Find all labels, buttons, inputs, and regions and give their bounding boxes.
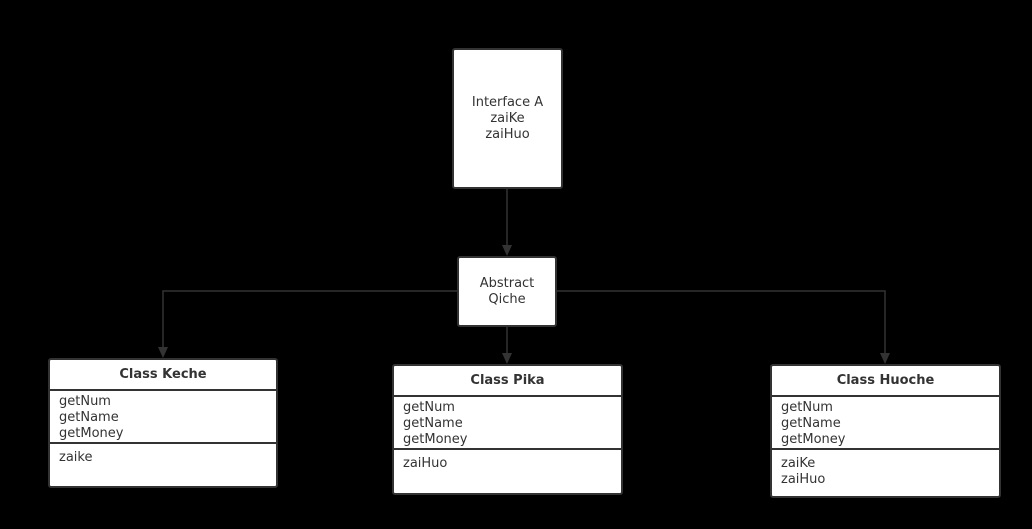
class-huoche-box: Class Huoche getNum getName getMoney zai…	[770, 364, 1001, 498]
interface-a-method-zaike: zaiKe	[490, 110, 525, 126]
class-huoche-name: Class Huoche	[772, 366, 999, 397]
abstract-qiche-line-2: Qiche	[488, 291, 526, 307]
class-keche-attr-getnum: getNum	[59, 394, 111, 409]
class-huoche-attr-getnum: getNum	[781, 400, 833, 415]
class-huoche-attributes: getNum getName getMoney	[772, 397, 999, 450]
class-pika-box: Class Pika getNum getName getMoney zaiHu…	[392, 364, 623, 495]
class-pika-attr-getnum: getNum	[403, 400, 455, 415]
class-keche-attr-getmoney: getMoney	[59, 426, 124, 441]
class-pika-name: Class Pika	[394, 366, 621, 397]
arrowhead-keche	[158, 347, 168, 358]
edge-abstract-to-keche	[162, 290, 457, 348]
class-huoche-method-zaihuo: zaiHuo	[781, 472, 826, 487]
class-keche-attributes: getNum getName getMoney	[50, 391, 276, 444]
arrowhead-abstract	[502, 245, 512, 256]
class-pika-method-zaihuo: zaiHuo	[403, 456, 448, 471]
class-huoche-methods: zaiKe zaiHuo	[772, 450, 999, 491]
edge-abstract-to-huoche	[557, 290, 886, 354]
class-keche-box: Class Keche getNum getName getMoney zaik…	[48, 358, 278, 488]
class-huoche-method-zaike: zaiKe	[781, 456, 816, 471]
class-pika-attr-getmoney: getMoney	[403, 432, 468, 447]
arrowhead-huoche	[880, 353, 890, 364]
class-huoche-attr-getname: getName	[781, 416, 841, 431]
class-pika-attr-getname: getName	[403, 416, 463, 431]
interface-a-method-zaihuo: zaiHuo	[485, 126, 530, 142]
class-keche-methods: zaike	[50, 444, 276, 469]
class-huoche-attr-getmoney: getMoney	[781, 432, 846, 447]
abstract-qiche-box: Abstract Qiche	[457, 256, 557, 327]
class-pika-methods: zaiHuo	[394, 450, 621, 475]
class-keche-attr-getname: getName	[59, 410, 119, 425]
interface-a-box: Interface A zaiKe zaiHuo	[452, 48, 563, 189]
class-pika-attributes: getNum getName getMoney	[394, 397, 621, 450]
abstract-qiche-line-1: Abstract	[479, 275, 535, 291]
class-keche-method-zaike: zaike	[59, 450, 93, 465]
class-keche-name: Class Keche	[50, 360, 276, 391]
arrowhead-pika	[502, 353, 512, 364]
interface-a-title: Interface A	[471, 94, 544, 110]
